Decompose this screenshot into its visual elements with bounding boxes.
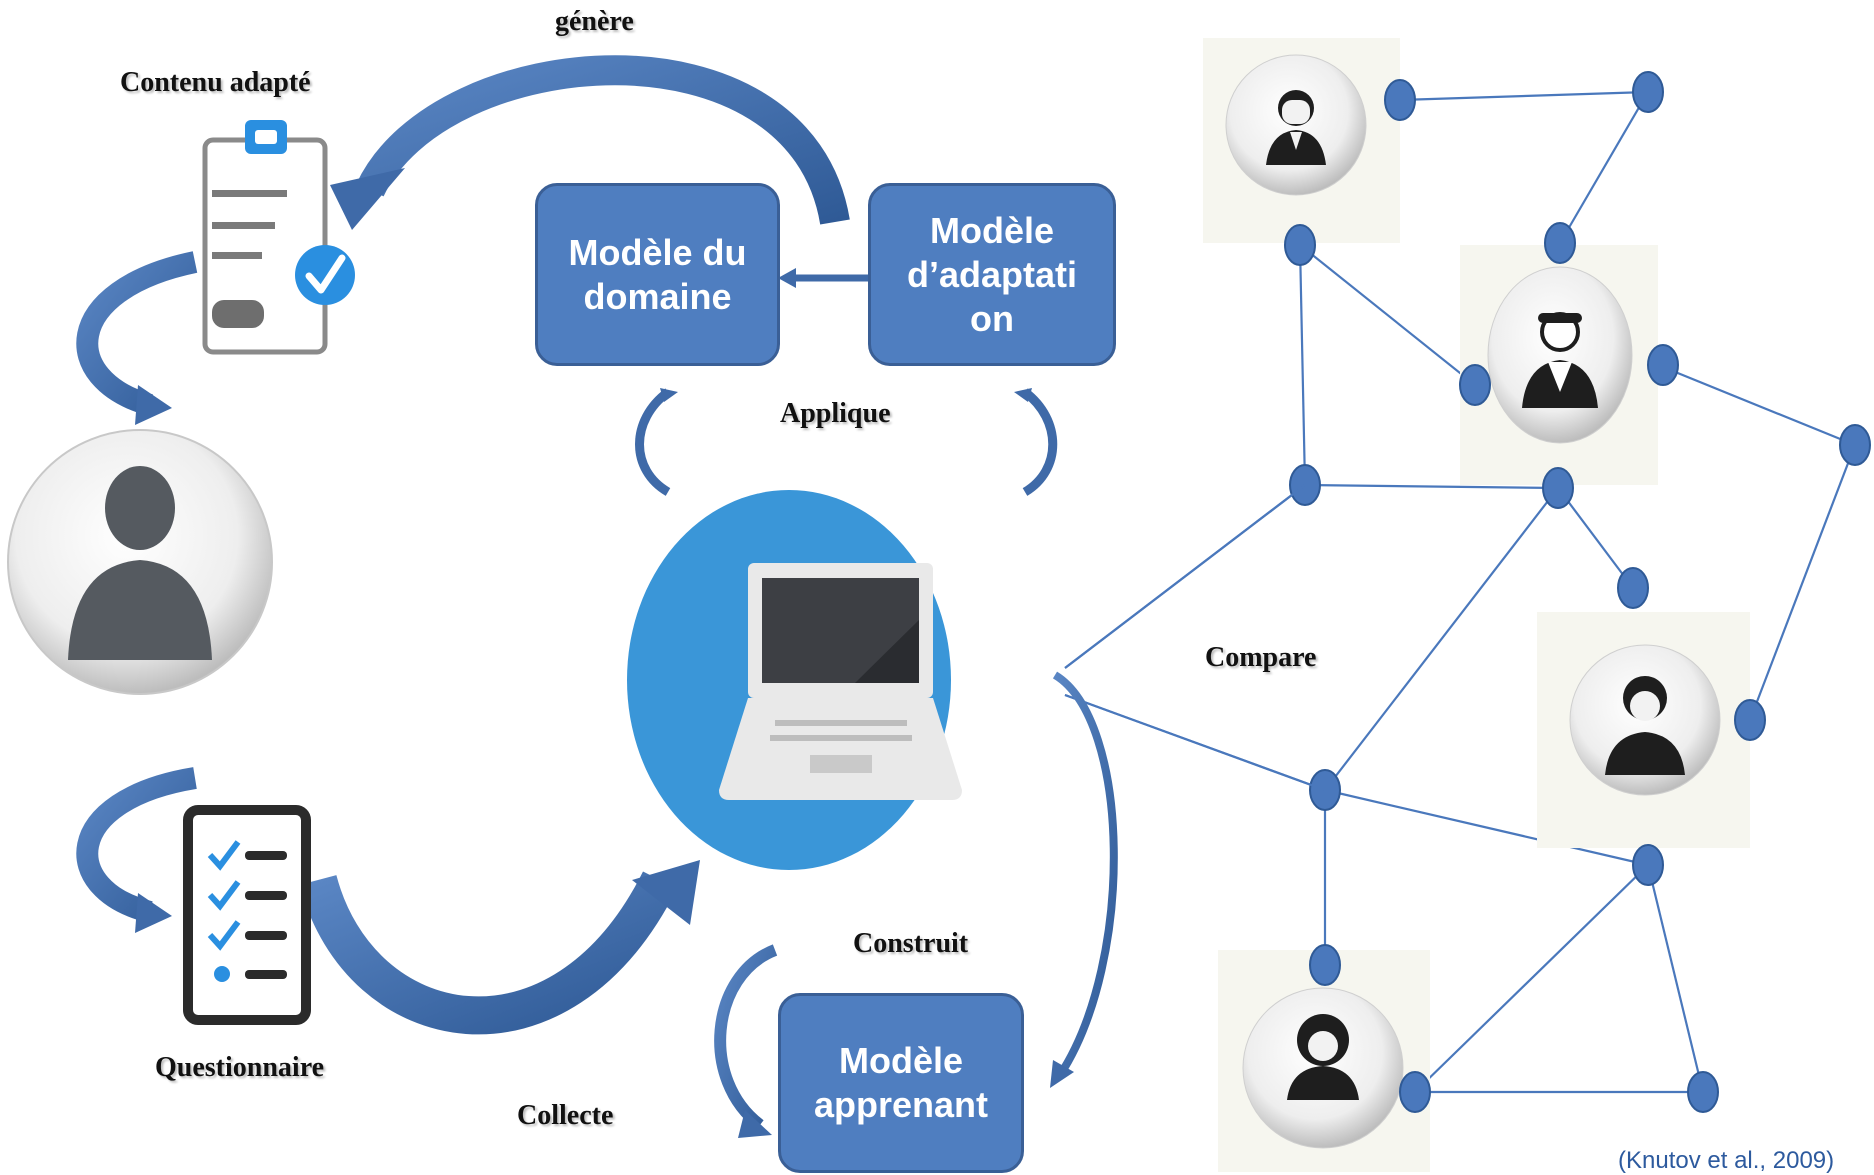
network-node [1632,71,1664,113]
network-node [1542,467,1574,509]
network-node [1647,344,1679,386]
label-compare: Compare [1205,642,1317,673]
network-node [1309,944,1341,986]
network-node [1839,424,1871,466]
label-genere: génère [555,6,634,37]
network-node [1459,364,1491,406]
arrow-genere [330,55,850,230]
network-node [1544,222,1576,264]
network-node [1284,224,1316,266]
arrow-adaptation-to-domaine [778,268,868,288]
label-applique: Applique [780,398,891,429]
label-contenu-adapte: Contenu adapté [120,67,311,98]
arrow-collecte [714,944,778,1138]
arrow-applique-right [1014,388,1058,496]
clipboard-check-icon [202,120,355,355]
peer-network [1064,38,1871,1172]
label-construit: Construit [853,928,969,959]
label-collecte: Collecte [517,1100,614,1131]
network-node [1399,1071,1431,1113]
compare-links [1064,484,1326,792]
network-node [1632,844,1664,886]
user-avatar-icon [7,429,273,695]
network-links [1064,90,1857,1094]
network-node [1734,699,1766,741]
arrow-applique-left [635,388,678,496]
network-nodes [1284,71,1871,1113]
network-node [1687,1071,1719,1113]
avatar-woman-icon [1537,612,1750,848]
arrow-user-to-questionnaire [76,767,197,933]
avatar-woman-curly-icon [1218,950,1430,1172]
arrow-construit [1050,671,1118,1088]
network-node [1617,567,1649,609]
avatar-old-man-icon [1460,245,1658,485]
arrow-questionnaire-to-computer [299,860,700,1035]
modele-adaptation-box: Modèle d’adaptati on [868,183,1116,366]
modele-apprenant-box: Modèle apprenant [778,993,1024,1173]
arrow-document-to-user [76,251,198,425]
citation: (Knutov et al., 2009) [1618,1147,1835,1174]
modele-domaine-box: Modèle du domaine [535,183,780,366]
network-node [1384,79,1416,121]
checklist-icon [183,805,311,1025]
label-questionnaire: Questionnaire [155,1052,325,1083]
laptop-icon [627,490,962,870]
avatar-woman-glasses-icon [1203,38,1400,243]
